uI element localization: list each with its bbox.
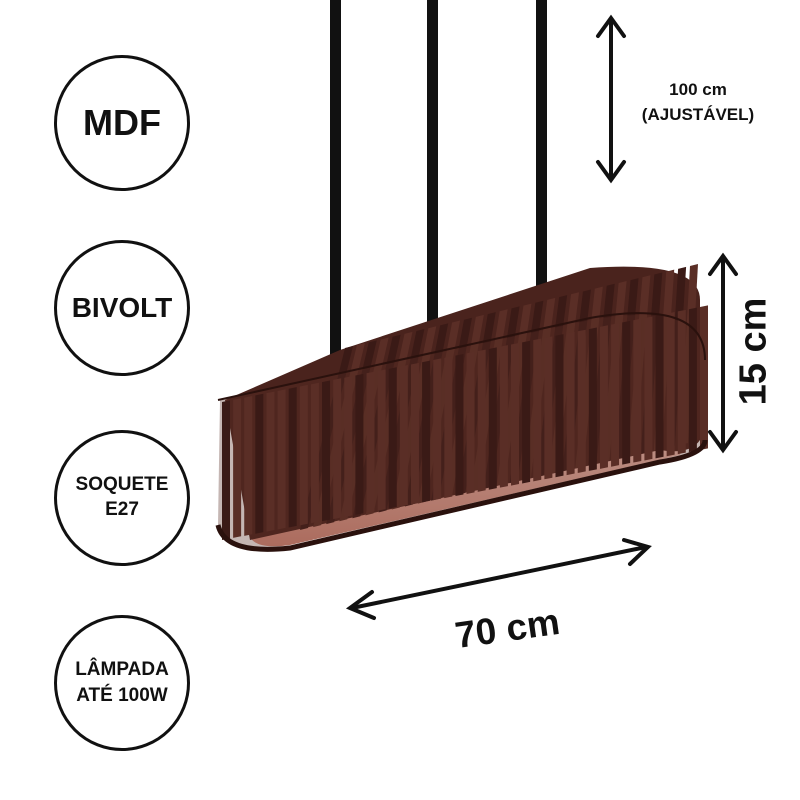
lamp-slat-front [466,351,475,494]
lamp-slat-back [352,334,401,519]
badge-voltage-text: BIVOLT [71,292,173,323]
lamp-slat-front [499,345,508,488]
lamp-slat-front [288,387,297,528]
suspension-cables [330,0,547,360]
lamp-slat-front [611,323,620,467]
lamp-slat-front [544,336,553,480]
lamp-slat-front [355,373,364,515]
width-arrow [345,538,652,620]
lamp-slat-front [555,334,564,478]
lamp-slat-front [566,331,575,476]
lamp-slat-front [455,354,464,497]
badge-socket-line1: SOQUETE [75,474,169,496]
badge-lamp-power: LÂMPADA ATÉ 100W [54,615,190,751]
lamp-slat-front [533,338,542,482]
badge-socket: SOQUETE E27 [54,430,190,566]
lamp-slat-front [222,400,230,540]
cable-length-label: 100 cm (AJUSTÁVEL) [618,78,778,127]
lamp-slat-front [244,395,253,536]
pendant-lamp [215,264,708,552]
lamp-slat-front [599,325,608,469]
lamp-slat-front [655,314,664,459]
lamp-slat-front [588,327,597,471]
lamp-slat-front [233,398,242,538]
badge-lamp-line2: ATÉ 100W [76,685,168,706]
lamp-slat-front [488,347,497,490]
lamp-slat-front [310,382,319,524]
lamp-slat-front [255,393,264,534]
lamp-slat-front [522,340,531,484]
lamp-slat-front [433,358,442,501]
lamp-slat-front [666,312,675,457]
lamp-slat-front [477,349,486,492]
lamp-slat-front [377,369,386,511]
lamp-slat-front [366,371,375,513]
lamp-slat-front [399,365,408,507]
lamp-slat-front [410,362,419,505]
badge-socket-line2: E27 [105,499,139,520]
lamp-slat-front [344,376,353,517]
badge-voltage: BIVOLT [54,240,190,376]
lamp-slat-front [422,360,431,503]
lamp-slat-front [444,356,453,499]
height-label: 15 cm [732,297,775,406]
lamp-slat-front [577,329,586,474]
lamp-slat-front [388,367,397,509]
lamp-slat-front [688,307,697,453]
lamp-slat-front [322,380,331,522]
lamp-slat-front [299,384,308,526]
lamp-slat-front [277,389,286,530]
height-arrow [708,252,738,454]
lamp-slat-front [700,305,708,450]
badge-material: MDF [54,55,190,191]
lamp-slat-front [333,378,342,520]
badge-material-text: MDF [83,102,161,143]
cable-length-value: 100 cm [669,80,727,99]
badge-lamp-line1: LÂMPADA [75,659,169,681]
lamp-slat-front [677,309,686,455]
cable-length-note: (AJUSTÁVEL) [641,104,755,124]
lamp-slat-front [633,318,642,463]
lamp-slat-front [266,391,275,532]
cable-length-arrow [596,14,626,184]
lamp-slat-front [644,316,653,461]
lamp-slat-front [622,320,631,465]
lamp-slat-front [511,342,520,486]
